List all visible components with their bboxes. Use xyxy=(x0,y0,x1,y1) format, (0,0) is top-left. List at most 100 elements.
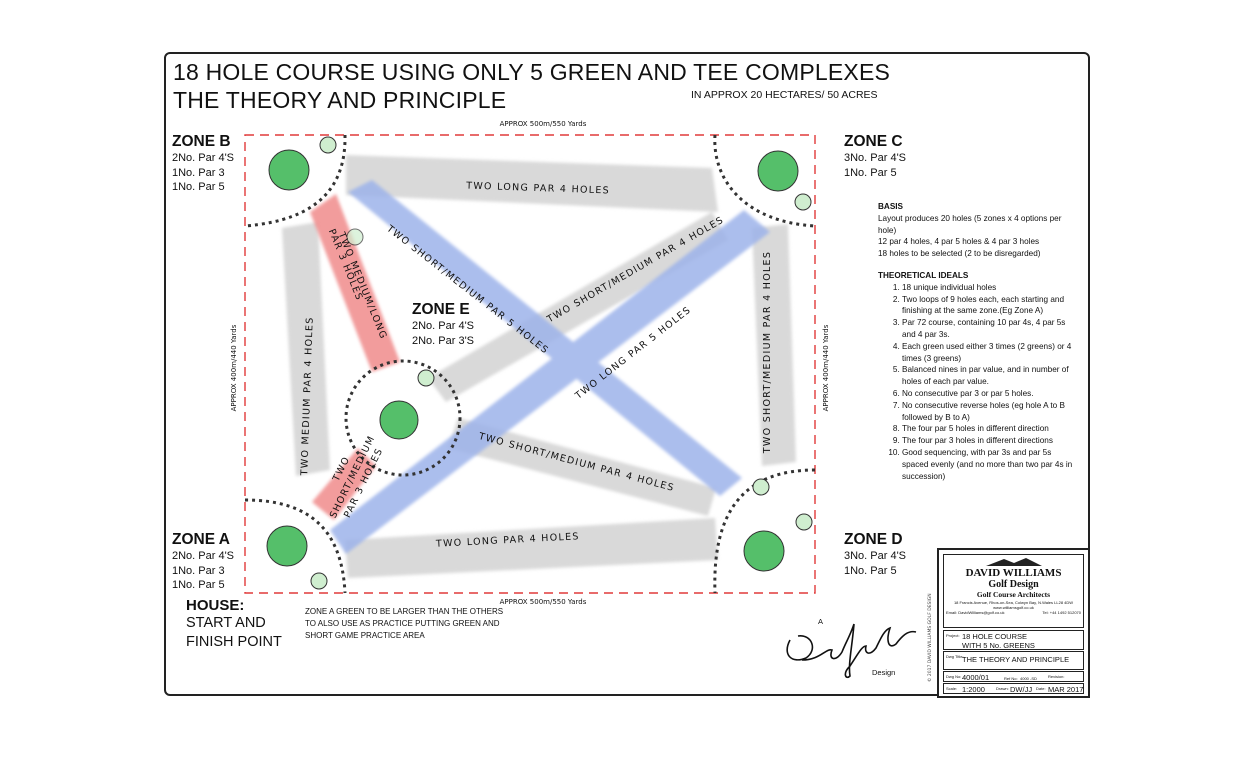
drawn-label: Drawn: xyxy=(996,686,1009,691)
fairway-short-medium-e-se xyxy=(448,418,716,516)
zone-d-boundary xyxy=(713,468,816,594)
title-block-numbers: Dwg No: 4000/01 Ref No: 4000 -SD Revisio… xyxy=(943,671,1084,682)
signature-mark xyxy=(786,623,917,679)
fairway-short-medium-par5 xyxy=(348,180,742,496)
green-d xyxy=(743,530,785,572)
zone-a-info: ZONE A 2No. Par 4'S 1No. Par 3 1No. Par … xyxy=(172,531,234,593)
zone-b-info: ZONE B 2No. Par 4'S 1No. Par 3 1No. Par … xyxy=(172,133,234,195)
house-line: FINISH POINT xyxy=(186,634,282,650)
ideal-item: The four par 3 holes in different direct… xyxy=(902,435,1078,447)
ideals-list: 18 unique individual holes Two loops of … xyxy=(878,282,1078,483)
ideals-heading: THEORETICAL IDEALS xyxy=(878,270,969,280)
greens xyxy=(266,136,813,590)
scale-label: Scale: xyxy=(946,686,958,691)
basis-line: 12 par 4 holes, 4 par 5 holes & 4 par 3 … xyxy=(878,237,1040,247)
fairway-par3-b xyxy=(310,194,400,372)
zone-e-boundary xyxy=(344,359,462,477)
zone-a-line: 1No. Par 3 xyxy=(172,564,225,577)
dimension-bottom: APPROX 500m/550 Yards xyxy=(500,598,587,606)
site-boundary xyxy=(244,134,816,594)
zone-b-name: ZONE B xyxy=(172,133,231,150)
zone-c-info: ZONE C 3No. Par 4'S 1No. Par 5 xyxy=(844,133,906,180)
zone-e-info: ZONE E 2No. Par 4'S 2No. Par 3'S xyxy=(412,301,474,348)
fairway-short-medium-right xyxy=(752,224,796,466)
dimension-top: APPROX 500m/550 Yards xyxy=(500,120,587,128)
zone-c-name: ZONE C xyxy=(844,133,903,150)
project-label: Project: xyxy=(946,633,960,638)
title-block-firm: DAVID WILLIAMS Golf Design Golf Course A… xyxy=(943,554,1084,628)
ideal-item: Each green used either 3 times (2 greens… xyxy=(902,341,1078,365)
dimension-left: APPROX 400m/440 Yards xyxy=(230,324,238,411)
tee-b2 xyxy=(346,228,364,246)
green-c xyxy=(757,150,799,192)
green-b xyxy=(268,149,310,191)
signature-vertical: © 2017 DAVID WILLIAMS GOLF DESIGN xyxy=(926,593,933,682)
zone-a-note: ZONE A GREEN TO BE LARGER THAN THE OTHER… xyxy=(305,607,504,640)
zone-e-name: ZONE E xyxy=(412,301,470,318)
fairway-long-par5 xyxy=(330,210,770,554)
label-long-top: TWO LONG PAR 4 HOLES xyxy=(465,180,610,196)
scale-value: 1:2000 xyxy=(962,685,985,694)
ideal-item: No consecutive par 3 or par 5 holes. xyxy=(902,388,1078,400)
tee-c xyxy=(794,193,812,211)
project-line: 18 HOLE COURSE xyxy=(962,632,1028,641)
green-a xyxy=(266,525,308,567)
signature-prefix: A xyxy=(818,617,824,626)
signature-suffix: Design xyxy=(872,668,896,677)
fairway-par3-a xyxy=(312,448,376,520)
ideal-item: No consecutive reverse holes (eg hole A … xyxy=(902,400,1078,424)
tee-b xyxy=(319,136,337,154)
fairway-long-top xyxy=(346,155,718,212)
zone-b-line: 1No. Par 3 xyxy=(172,166,225,179)
title-block-drawing: Dwg Title: THE THEORY AND PRINCIPLE xyxy=(943,651,1084,670)
zone-c-boundary xyxy=(713,134,816,228)
zone-b-boundary xyxy=(244,134,347,228)
green-e xyxy=(379,400,419,440)
zone-e-line: 2No. Par 4'S xyxy=(412,320,475,332)
zone-a-boundary xyxy=(244,498,347,594)
dwg-no: 4000/01 xyxy=(962,673,990,682)
zone-b-line: 1No. Par 5 xyxy=(172,181,225,193)
fairway-short-medium-e-ne xyxy=(428,212,728,402)
title-block-project: Project: 18 HOLE COURSE WITH 5 No. GREEN… xyxy=(943,630,1084,650)
date-label: Date: xyxy=(1036,686,1046,691)
logo-mark-icon xyxy=(985,558,1042,566)
tee-e xyxy=(417,369,435,387)
title-line-2: THE THEORY AND PRINCIPLE xyxy=(173,87,507,113)
dimension-right: APPROX 400m/440 Yards xyxy=(822,324,830,411)
zone-b-line: 2No. Par 4'S xyxy=(172,152,235,164)
firm-name: DAVID WILLIAMS xyxy=(965,567,1062,579)
firm-tel: Tel: +44 1492 512070 xyxy=(1042,610,1081,615)
blue-fairways xyxy=(330,180,770,554)
ref-no: 4000 -SD xyxy=(1020,676,1037,681)
drawing-title: THE THEORY AND PRINCIPLE xyxy=(962,655,1070,664)
label-short-medium-right: TWO SHORT/MEDIUM PAR 4 HOLES xyxy=(762,251,773,454)
firm-contact: Email: DavidWilliams@golf.co.uk Tel: +44… xyxy=(944,610,1083,616)
fairway-long-bottom xyxy=(345,518,718,578)
title-block-meta: Scale: 1:2000 Drawn: DW/JJ Date: MAR 201… xyxy=(943,683,1084,694)
red-fairways xyxy=(310,194,400,520)
zone-c-line: 3No. Par 4'S xyxy=(844,152,907,164)
ideal-item: 18 unique individual holes xyxy=(902,282,1078,294)
zone-a-line: 1No. Par 5 xyxy=(172,579,225,591)
house-title: HOUSE: xyxy=(186,597,245,614)
tee-d2 xyxy=(752,478,770,496)
title-line-1: 18 HOLE COURSE USING ONLY 5 GREEN AND TE… xyxy=(173,59,891,85)
ideal-item: Two loops of 9 holes each, each starting… xyxy=(902,294,1078,318)
ref-label: Ref No: xyxy=(1004,676,1018,681)
house-line: START AND xyxy=(186,615,266,631)
firm-email: Email: DavidWilliams@golf.co.uk xyxy=(946,610,1005,615)
tee-d xyxy=(795,513,813,531)
drawn-value: DW/JJ xyxy=(1010,685,1033,694)
dimension-labels: APPROX 500m/550 Yards APPROX 500m/550 Ya… xyxy=(230,120,830,606)
zone-e-line: 2No. Par 3'S xyxy=(412,334,475,347)
ideal-item: Good sequencing, with par 3s and par 5s … xyxy=(902,447,1078,482)
zone-a-line: 2No. Par 4'S xyxy=(172,550,235,562)
drawing-label: Dwg Title: xyxy=(946,654,964,659)
basis-line: Layout produces 20 holes (5 zones x 4 op… xyxy=(878,213,1062,235)
zone-c-line: 1No. Par 5 xyxy=(844,166,897,179)
grey-fairways xyxy=(282,155,796,578)
zone-boundaries xyxy=(244,134,816,594)
date-value: MAR 2017 xyxy=(1048,685,1084,694)
